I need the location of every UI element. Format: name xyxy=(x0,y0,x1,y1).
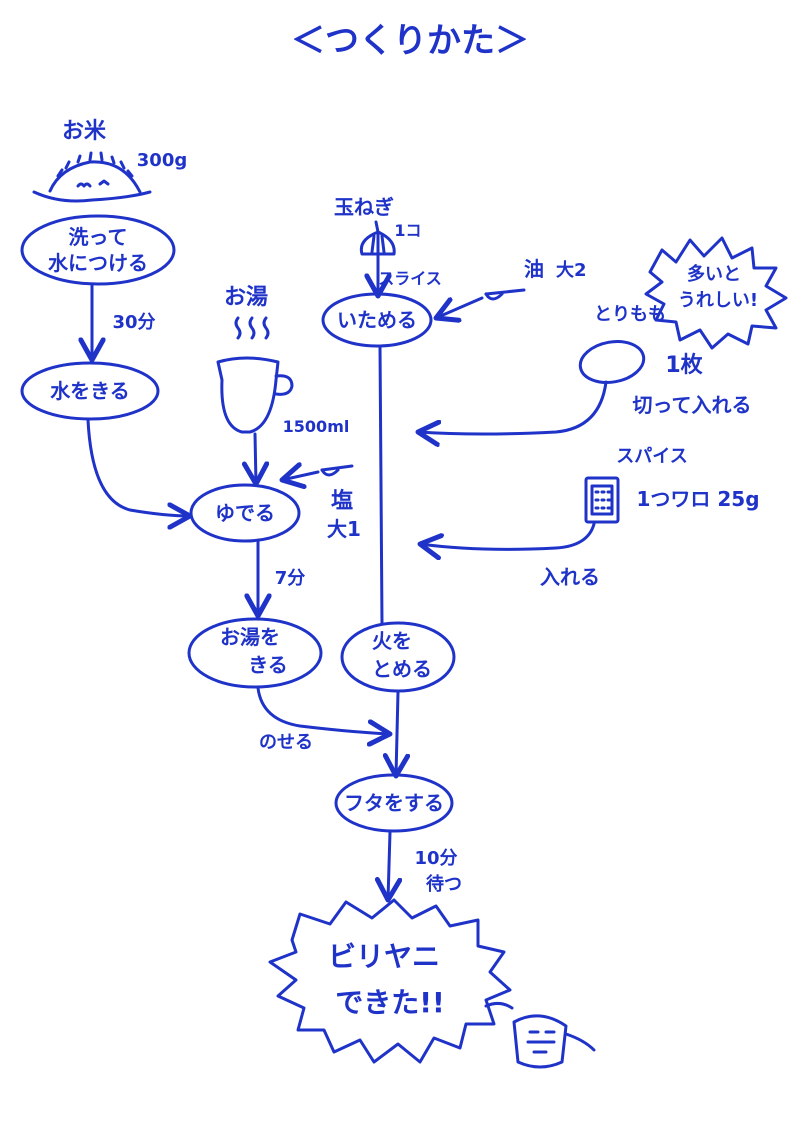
edge-chicken-to-main xyxy=(418,382,606,434)
rice-amount: 300g xyxy=(137,150,187,171)
chicken-label: とりもも xyxy=(594,304,666,325)
spice-pack-icon xyxy=(586,478,618,522)
edge-turn-off-to-cover xyxy=(396,692,398,776)
oil-label: 油 xyxy=(524,257,544,281)
edge-wait-line1: 10分 xyxy=(414,848,457,869)
done-line1: ビリヤニ xyxy=(328,940,440,973)
cooking-pot-icon xyxy=(486,1003,594,1067)
edge-slice: スライス xyxy=(378,269,442,288)
spice-label: スパイス xyxy=(616,446,687,467)
hot-water-amount: 1500ml xyxy=(283,417,350,436)
spice-amount: 1つワロ 25g xyxy=(636,487,759,511)
callout-line1: 多いと xyxy=(687,263,741,285)
edge-cover-to-done xyxy=(388,832,390,900)
onion-amount: 1コ xyxy=(394,221,421,240)
step-wash-line1: 洗って xyxy=(69,225,128,249)
callout-line2: うれしい! xyxy=(678,290,758,311)
chicken-icon xyxy=(577,337,647,388)
done-line2: できた!! xyxy=(335,986,445,1019)
onion-icon xyxy=(361,222,394,254)
chicken-amount: 1枚 xyxy=(665,352,702,378)
edge-soak-time: 30分 xyxy=(112,312,155,333)
pot-icon xyxy=(218,318,292,432)
step-drain-label: 水をきる xyxy=(50,379,130,403)
edge-saute-to-turn-off xyxy=(380,346,382,624)
rice-illustration-icon xyxy=(34,153,150,201)
edge-boil-time: 7分 xyxy=(275,568,306,589)
edge-drain-water-to-main xyxy=(258,688,390,734)
spoon-icon-oil xyxy=(486,290,524,299)
oil-amount: 大2 xyxy=(556,259,587,281)
onion-label: 玉ねぎ xyxy=(334,195,394,219)
step-drain-water-line2: きる xyxy=(248,653,288,677)
edge-salt-to-boil xyxy=(282,472,318,480)
spice-note: 入れる xyxy=(540,565,600,589)
step-boil-label: ゆでる xyxy=(215,501,275,525)
edge-pot-to-boil xyxy=(255,434,256,484)
edge-wait-line2: 待つ xyxy=(426,873,462,895)
edge-put-on: のせる xyxy=(259,732,313,753)
step-wash-line2: 水につける xyxy=(48,251,148,275)
step-turn-off-line1: 火を xyxy=(372,629,412,653)
hot-water-label: お湯 xyxy=(224,285,268,310)
step-drain-water-line1: お湯を xyxy=(220,625,280,649)
salt-label: 塩 xyxy=(331,488,353,514)
rice-label: お米 xyxy=(62,119,107,144)
chicken-note: 切って入れる xyxy=(633,393,752,417)
edge-drain-to-boil xyxy=(88,420,190,516)
step-saute-label: いためる xyxy=(337,308,417,332)
edge-spice-to-main xyxy=(420,524,594,549)
page-title: ＜つくりかた＞ xyxy=(291,21,529,61)
step-cover-label: フタをする xyxy=(344,791,444,815)
spoon-icon-salt xyxy=(322,466,352,475)
salt-amount: 大1 xyxy=(327,517,361,541)
edge-oil-to-saute xyxy=(436,298,482,318)
step-turn-off-line2: とめる xyxy=(372,657,432,681)
done-burst xyxy=(270,900,510,1062)
